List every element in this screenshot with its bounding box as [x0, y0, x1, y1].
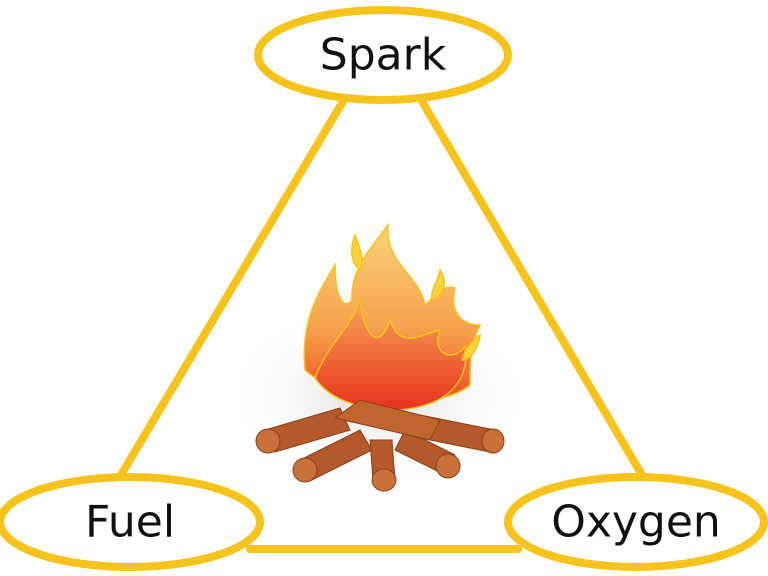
- triangle-edges: [114, 94, 649, 553]
- node-label-oxygen: Oxygen: [551, 497, 721, 548]
- node-spark: Spark: [254, 6, 512, 104]
- campfire-icon: [228, 222, 528, 492]
- edge-spark-fuel: [114, 94, 349, 484]
- node-fuel: Fuel: [0, 473, 264, 571]
- node-label-fuel: Fuel: [85, 497, 175, 548]
- edge-spark-oxygen: [416, 94, 649, 484]
- node-label-spark: Spark: [320, 30, 447, 81]
- logs: [255, 399, 505, 492]
- node-oxygen: Oxygen: [504, 473, 768, 571]
- flames: [303, 222, 482, 411]
